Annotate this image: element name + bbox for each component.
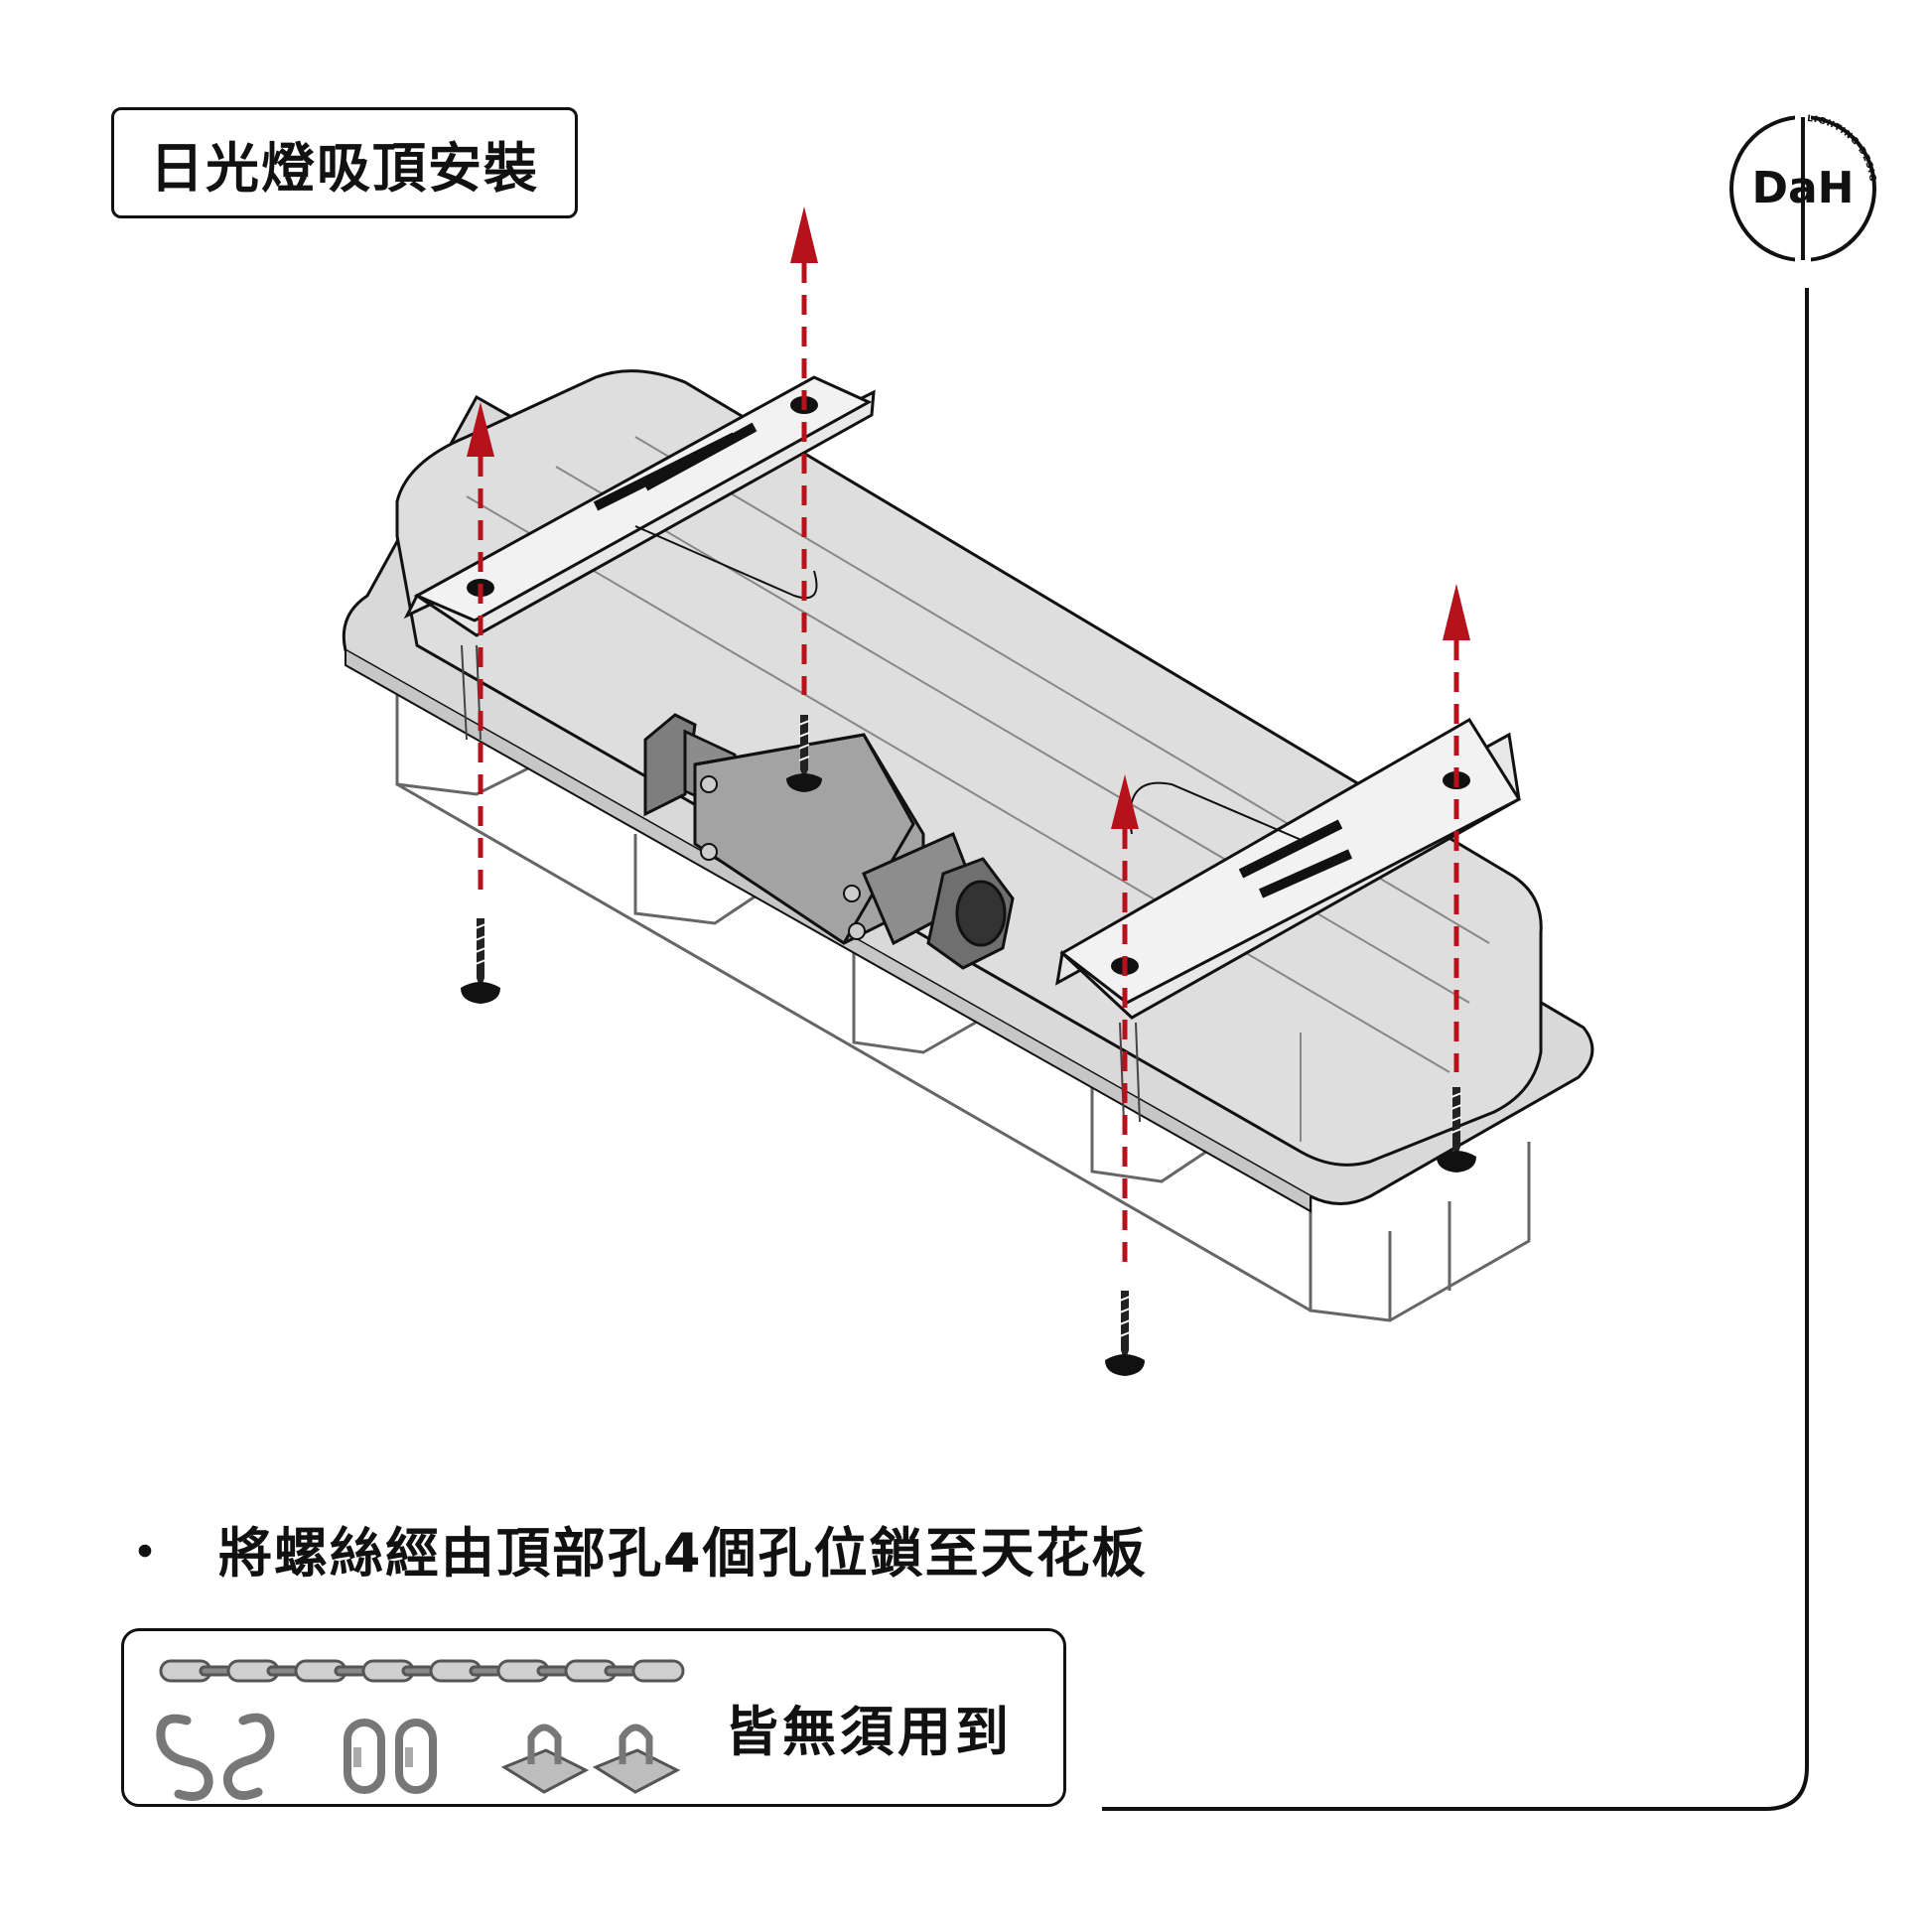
chain-icon [159,1659,685,1683]
page-title: 日光燈吸頂安裝 [150,136,539,200]
wire-guard [395,695,1531,1322]
arrow-front-left [467,402,494,894]
screw-icon [1437,1087,1476,1173]
frame-corner-line [1102,288,1809,1811]
dah-logo: DaH LIGHTING DESIGN [1725,103,1876,272]
screw-icon [461,918,500,1004]
bracket-left [403,375,876,741]
parts-illustration [156,1659,685,1801]
instruction-text: 將螺絲經由頂部孔4個孔位鎖至天花板 [218,1522,1148,1585]
arrow-back-left [790,207,818,695]
title-box: 日光燈吸頂安裝 [111,107,578,218]
parts-box [121,1628,1066,1807]
screw-icon [1105,1291,1145,1376]
parts-note: 皆無須用到 [725,1701,1013,1763]
logo-mark: DaH [1751,163,1854,213]
arrow-front-right [1111,774,1139,1271]
eye-plate-icon [500,1724,681,1794]
bullet: ・ [119,1524,172,1584]
arrow-back-right [1443,584,1470,1072]
s-hook-icon [156,1713,275,1801]
quick-link-icon [344,1719,437,1794]
bracket-right [1055,717,1522,1123]
junction-box [643,713,1015,970]
screw-icon [786,715,822,792]
fixture-housing [395,369,1543,1167]
instruction: ・ 將螺絲經由頂部孔4個孔位鎖至天花板 [119,1509,1148,1587]
